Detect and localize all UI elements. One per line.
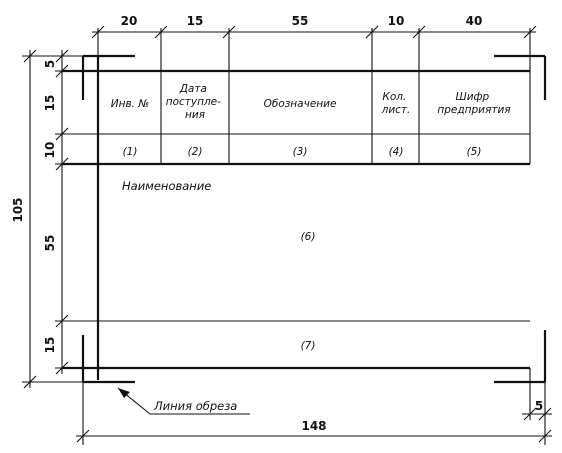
header-inv-no: Инв. №	[111, 98, 150, 110]
leader-arrow-icon	[118, 388, 130, 398]
header-date-received: Дата поступле- ния	[166, 83, 225, 121]
cell-number-7: (7)	[301, 340, 316, 352]
cut-marks	[81, 54, 547, 384]
bottom-dimensions: 148 5	[76, 368, 552, 445]
dim-top-2: 15	[187, 14, 204, 28]
top-dim-tick-0	[91, 25, 105, 39]
header-row: Инв. № Дата поступле- ния Обозначение Ко…	[111, 83, 511, 121]
header-sheet-count: Кол. лист.	[381, 91, 411, 116]
cut-line-label: Линия обреза	[153, 399, 237, 413]
stamp-frame	[62, 28, 531, 380]
dim-left-3: 10	[43, 142, 57, 159]
dim-overall-width: 148	[301, 419, 326, 433]
top-dim-tick-1	[154, 25, 168, 39]
dim-top-1: 20	[121, 14, 138, 28]
dim-overall-height: 105	[11, 197, 25, 222]
top-dim-tick-3	[365, 25, 379, 39]
cell-number-2: (2)	[188, 146, 203, 158]
cell-number-5: (5)	[467, 146, 482, 158]
dim-left-2: 15	[43, 95, 57, 112]
dim-margin-right: 5	[535, 399, 543, 413]
dim-left-5: 15	[43, 337, 57, 354]
top-dim-tick-4	[412, 25, 426, 39]
top-dim-tick-5	[523, 25, 537, 39]
top-dim-tick-2	[222, 25, 236, 39]
top-dimension-chain: 20 15 55 10 40	[91, 14, 537, 39]
cut-line-leader: Линия обреза	[117, 387, 250, 415]
header-company-code: Шифр предприятия	[437, 91, 510, 116]
header-designation: Обозначение	[264, 98, 337, 110]
name-field-label: Наименование	[122, 179, 211, 193]
left-dimension-chain: 5 15 10 55 15	[43, 49, 98, 375]
dim-top-5: 40	[466, 14, 483, 28]
overall-height-dimension: 10 5	[11, 49, 83, 389]
cell-number-3: (3)	[293, 146, 308, 158]
dim-top-4: 10	[388, 14, 405, 28]
dim-left-4: 55	[43, 235, 57, 252]
dim-left-1: 5	[43, 60, 57, 68]
cell-number-6: (6)	[301, 231, 316, 243]
cell-number-1: (1)	[123, 146, 138, 158]
numbers-row: (1) (2) (3) (4) (5)	[123, 146, 482, 158]
dim-top-3: 55	[292, 14, 309, 28]
cell-number-4: (4)	[389, 146, 404, 158]
